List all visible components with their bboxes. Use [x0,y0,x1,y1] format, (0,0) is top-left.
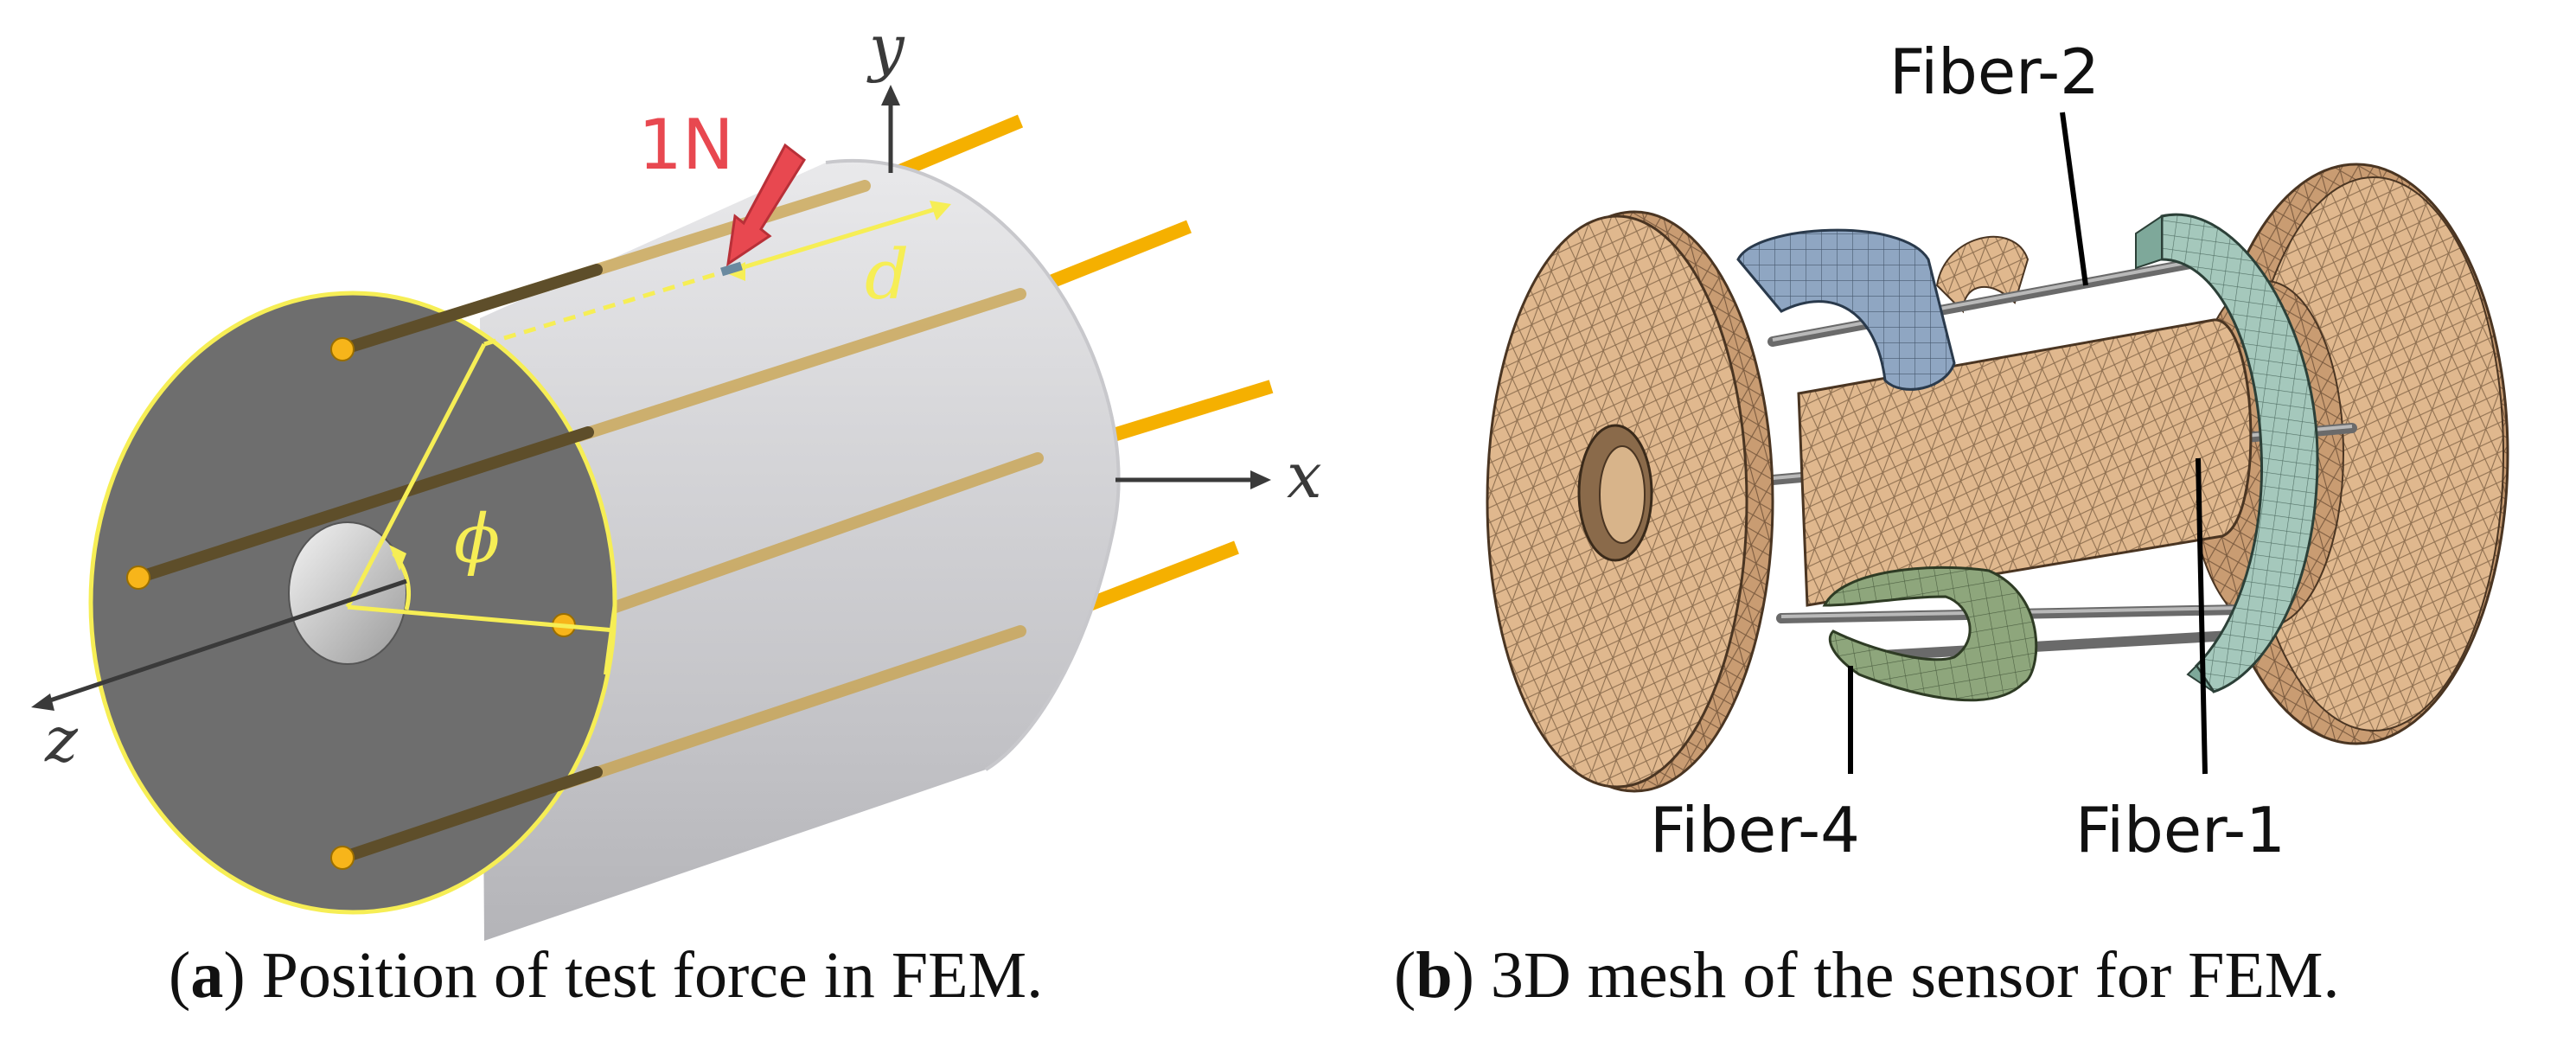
caption-b-text: 3D mesh of the sensor for FEM. [1490,939,2340,1012]
fiber-leader-lines [1848,112,2208,775]
fiber-tracks-face [132,264,603,864]
end-face-right-edge [604,602,617,675]
blue-clip [1736,228,1956,391]
dashed-distance-line [483,267,732,347]
center-hole [288,521,407,665]
x-axis-arrow [1115,470,1271,489]
angle-label: ϕ [454,501,500,578]
panel-b-diagram: Fiber-2 Fiber-4 Fiber-1 [1486,35,2509,866]
z-axis-label: z [44,703,79,776]
teal-ring [2160,213,2319,693]
caption-b: (b) 3D mesh of the sensor for FEM. [1394,939,2340,1012]
z-axis-arrow [31,578,407,711]
front-disk-hole-inner [1599,445,1646,544]
caption-a-letter: a [190,939,224,1012]
caption-a-text: Position of test force in FEM. [261,939,1044,1012]
fiber-label-2: Fiber-2 [1889,35,2100,108]
angle-annotation [345,342,616,633]
distance-label: d [865,234,909,315]
x-axis-label: x [1287,439,1322,512]
force-point-marker [720,261,743,277]
y-axis-arrow [881,85,900,173]
caption-b-letter: b [1416,939,1453,1012]
panel-a-diagram: ϕ d 1N y x z [31,11,1322,942]
caption-a: (a) Position of test force in FEM. [169,939,1044,1012]
cylinder-body [480,160,1119,942]
upper-clip-tan [1935,236,2029,314]
green-clip [1822,566,2038,702]
fiber-label-1: Fiber-1 [2075,794,2285,866]
central-shaft [1797,318,2253,607]
cylinder-back-rim [825,159,1121,771]
force-arrow [726,143,806,267]
fiber-label-4: Fiber-4 [1650,794,1860,866]
fiber-dots [126,337,576,870]
force-label: 1N [638,105,734,185]
y-axis-label: y [866,11,905,84]
